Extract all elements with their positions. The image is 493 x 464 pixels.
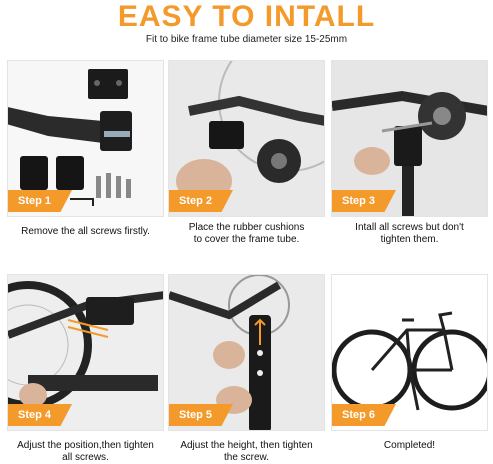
caption-line: the screw. [223,452,270,463]
page-title: EASY TO INTALL [117,0,376,33]
step-4-caption: Adjust the position,then tighten all scr… [3,440,168,464]
step-5-badge: Step 5 [169,404,233,426]
step-4-badge: Step 4 [8,404,72,426]
step-1-photo: Step 1 [7,60,164,217]
caption-line: Completed! [383,440,436,451]
step-2-badge: Step 2 [169,190,233,212]
caption-line: to cover the frame tube. [193,234,300,245]
step-4-photo: Step 4 [7,274,164,431]
step-3-photo: Step 3 [331,60,488,217]
step-2-caption: Place the rubber cushions to cover the f… [164,222,329,246]
rubber-cushion-illustration [169,61,324,216]
caption-line: Adjust the height, then tighten [180,440,313,451]
step-6-badge: Step 6 [332,404,396,426]
page-subtitle: Fit to bike frame tube diameter size 15-… [145,34,348,45]
step-3-badge: Step 3 [332,190,396,212]
step-5-photo: Step 5 [168,274,325,431]
step-1-badge: Step 1 [8,190,72,212]
step-5-caption: Adjust the height, then tighten the scre… [164,440,329,464]
step-3-caption: Intall all screws but don't tighten them… [327,222,492,246]
step-1-caption: Remove the all screws firstly. [3,226,168,238]
step-2-photo: Step 2 [168,60,325,217]
step-6-caption: Completed! [327,440,492,452]
caption-line: Place the rubber cushions [188,222,305,233]
caption-line: all screws. [62,452,109,463]
caption-line: Intall all screws but don't [355,222,464,233]
caption-line: Adjust the position,then tighten [17,440,154,451]
install-screws-illustration [332,61,487,216]
step-6-photo: Step 6 [331,274,488,431]
caption-line: Remove the all screws firstly. [21,226,150,237]
caption-line: tighten them. [380,234,439,245]
